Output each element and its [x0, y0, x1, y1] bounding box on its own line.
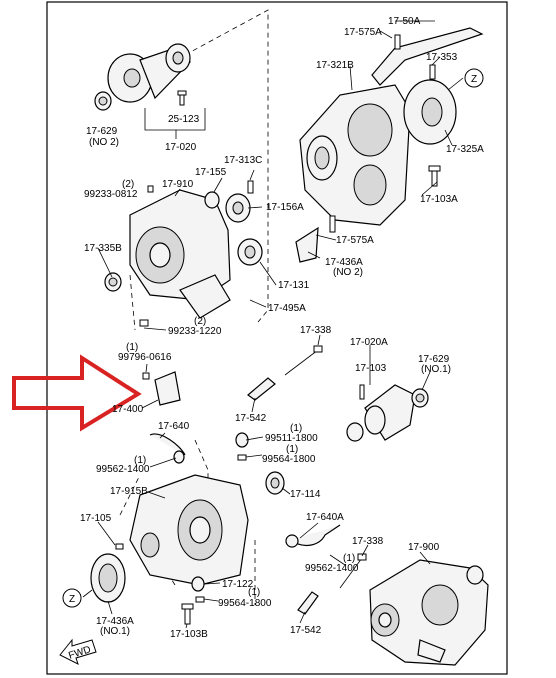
label-99511-1800: 99511-1800: [265, 433, 318, 444]
label-99562-1400-left-qty: (1): [134, 455, 146, 466]
label-17-103: 17-103: [355, 363, 387, 374]
label-17-629-top-qty: (NO 2): [89, 137, 119, 148]
label-17-436A-top-qty: (NO 2): [333, 267, 363, 278]
label-17-640: 17-640: [158, 421, 190, 432]
label-17-50A: 17-50A: [388, 16, 421, 27]
label-99511-1800-qty: (1): [290, 423, 302, 434]
label-17-020: 17-020: [165, 142, 197, 153]
label-99233-0812-qty: (2): [122, 179, 134, 190]
red-callout-arrow: [12, 354, 142, 432]
label-17-335B: 17-335B: [84, 243, 122, 254]
label-99562-1400-left: 99562-1400: [96, 464, 150, 475]
label-17-915B: 17-915B: [110, 486, 148, 497]
label-99562-1400-right-qty: (1): [343, 553, 355, 564]
oil-seal-bottom: [90, 553, 126, 603]
shift-fork-mid: [235, 377, 285, 495]
label-99796-0616-qty: (1): [126, 342, 138, 353]
label-99562-1400-right: 99562-1400: [305, 563, 359, 574]
reference-z-bottom: Z: [62, 588, 82, 608]
companion-flange-mid: [284, 345, 429, 442]
reference-z-top: Z: [464, 68, 484, 88]
label-17-629-mid-qty: (NO.1): [421, 364, 451, 375]
label-25-123: 25-123: [168, 114, 200, 125]
transfer-case-assembly: [369, 559, 489, 666]
label-99564-1800-mid-qty: (1): [286, 444, 298, 455]
label-17-105: 17-105: [80, 513, 112, 524]
label-99796-0616: 99796-0616: [118, 352, 172, 363]
label-17-122: 17-122: [222, 579, 254, 590]
label-99233-1220: 99233-1220: [168, 326, 222, 337]
label-17-400: 17-400: [112, 404, 144, 415]
label-17-338-top: 17-338: [300, 325, 332, 336]
label-17-436A-bot: 17-436A: [96, 616, 134, 627]
label-17-542-top: 17-542: [235, 413, 267, 424]
label-17-114: 17-114: [290, 489, 321, 500]
transfer-case-rear-top: [299, 84, 411, 226]
label-17-020A: 17-020A: [350, 337, 388, 348]
label-17-900: 17-900: [408, 542, 440, 553]
svg-text:Z: Z: [69, 594, 75, 605]
label-17-629-top: 17-629: [86, 126, 118, 137]
label-17-495A: 17-495A: [268, 303, 306, 314]
label-99233-1220-qty: (2): [194, 316, 206, 327]
label-17-629-mid: 17-629: [418, 354, 450, 365]
label-17-436A-bot-qty: (NO.1): [100, 626, 130, 637]
extension-housing-bottom: [115, 474, 249, 586]
fwd-direction-arrow: FWD: [59, 638, 97, 665]
label-17-131: 17-131: [278, 280, 310, 291]
rear-cover-top: [403, 79, 457, 145]
label-99564-1800-mid: 99564-1800: [262, 454, 316, 465]
speed-sensor: [142, 371, 186, 464]
label-17-321B: 17-321B: [316, 60, 354, 71]
companion-flange-top: [94, 43, 191, 111]
label-99564-1800-bot-qty: (1): [248, 587, 260, 598]
label-99233-0812: 99233-0812: [84, 189, 138, 200]
label-17-338-bot: 17-338: [352, 536, 384, 547]
label-17-103B: 17-103B: [170, 629, 208, 640]
sensor-wire-bottom: [285, 524, 341, 548]
label-17-103A: 17-103A: [420, 194, 458, 205]
label-17-353: 17-353: [426, 52, 458, 63]
label-17-436A-top: 17-436A: [325, 257, 363, 268]
label-17-640A: 17-640A: [306, 512, 344, 523]
label-17-575A-mid: 17-575A: [336, 235, 374, 246]
label-17-575A-top: 17-575A: [344, 27, 382, 38]
label-17-156A: 17-156A: [266, 202, 304, 213]
label-99564-1800-bot: 99564-1800: [218, 598, 272, 609]
frame-border: [46, 1, 508, 675]
label-17-542-bot: 17-542: [290, 625, 322, 636]
chain-guide-top: [371, 27, 484, 86]
front-case-top: [104, 185, 263, 327]
leader-lines: [82, 20, 464, 629]
label-17-155: 17-155: [195, 167, 227, 178]
label-17-313C: 17-313C: [224, 155, 262, 166]
part-labels: 17-50A 17-575A 17-353 17-321B 17-325A 17…: [80, 16, 484, 640]
label-17-910: 17-910: [162, 179, 194, 190]
svg-text:Z: Z: [471, 74, 477, 85]
label-17-325A: 17-325A: [446, 144, 484, 155]
